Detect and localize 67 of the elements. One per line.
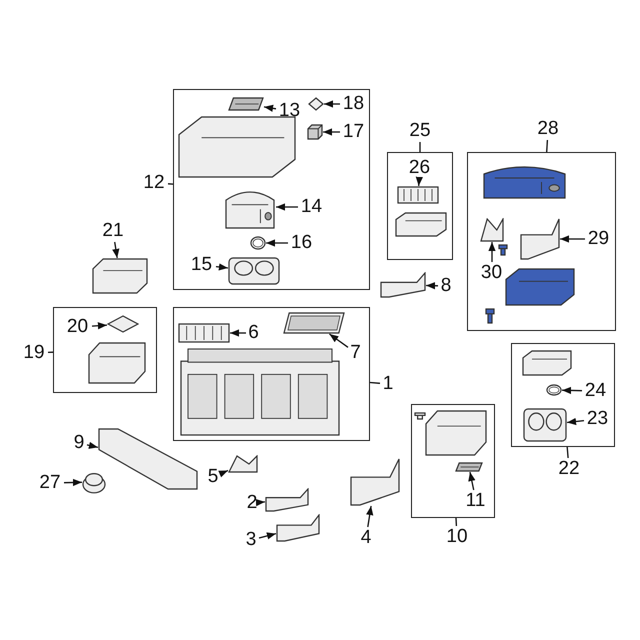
leader-line <box>566 446 569 458</box>
leader-arrow <box>562 386 582 394</box>
leader-line <box>546 140 548 152</box>
callout-number: 17 <box>340 120 368 142</box>
leader-line <box>455 518 458 526</box>
group-frame <box>53 307 157 393</box>
callout-number: 22 <box>555 458 583 480</box>
leader-arrow <box>230 329 246 337</box>
leader-arrow <box>86 442 98 449</box>
callout-number: 11 <box>462 490 490 512</box>
callout-number: 8 <box>438 275 454 297</box>
callout-number: 25 <box>406 120 434 142</box>
callout-number: 13 <box>276 100 304 122</box>
callout-number: 20 <box>64 316 92 338</box>
group-frame <box>467 152 616 331</box>
leader-arrow <box>216 263 228 271</box>
leader-arrow <box>323 128 340 136</box>
leader-arrow <box>258 532 276 540</box>
callout-number: 14 <box>298 196 326 218</box>
leader-arrow <box>426 282 438 290</box>
callout-number: 21 <box>99 220 127 242</box>
callout-number: 4 <box>358 527 374 549</box>
callout-number: 7 <box>348 342 364 364</box>
group-frame <box>511 343 615 447</box>
callout-number: 12 <box>140 172 168 194</box>
leader-arrow <box>64 478 82 486</box>
leader-arrow <box>416 176 423 186</box>
leader-arrow <box>218 470 228 478</box>
callout-number: 1 <box>380 373 396 395</box>
group-frame <box>411 404 495 518</box>
leader-arrow <box>366 506 374 528</box>
leader-arrow <box>256 499 266 506</box>
leader-arrow <box>468 472 476 490</box>
leader-arrow <box>264 104 276 112</box>
group-frame <box>173 307 370 441</box>
leader-arrow <box>266 239 288 247</box>
callout-number: 24 <box>582 380 610 402</box>
leader-line <box>48 352 54 354</box>
callout-number: 5 <box>205 466 221 488</box>
callout-number: 26 <box>406 156 434 178</box>
callout-number: 28 <box>534 118 562 140</box>
callout-number: 9 <box>71 432 87 454</box>
leader-arrow <box>112 242 120 258</box>
leader-line <box>168 183 174 185</box>
leader-arrow <box>560 235 585 243</box>
leader-line <box>419 142 421 152</box>
callout-number: 15 <box>188 254 216 276</box>
callout-number: 29 <box>584 228 612 250</box>
callout-number: 3 <box>243 529 259 551</box>
callout-number: 23 <box>584 408 612 430</box>
callout-number: 10 <box>443 526 471 548</box>
leader-arrow <box>566 418 584 426</box>
leader-arrow <box>488 242 496 262</box>
group-frame <box>387 152 453 260</box>
callout-number: 27 <box>36 472 64 494</box>
callout-number: 6 <box>246 322 262 344</box>
leader-arrow <box>276 203 298 211</box>
leader-arrow <box>92 322 108 330</box>
leader-arrow <box>329 333 348 348</box>
callout-number: 30 <box>478 262 506 284</box>
leader-arrow <box>324 100 340 108</box>
callout-number: 2 <box>244 492 260 514</box>
group-frame <box>173 89 370 290</box>
callout-number: 18 <box>340 92 368 114</box>
callout-number: 16 <box>288 232 316 254</box>
leader-line <box>370 382 380 384</box>
callout-number: 19 <box>20 342 48 364</box>
